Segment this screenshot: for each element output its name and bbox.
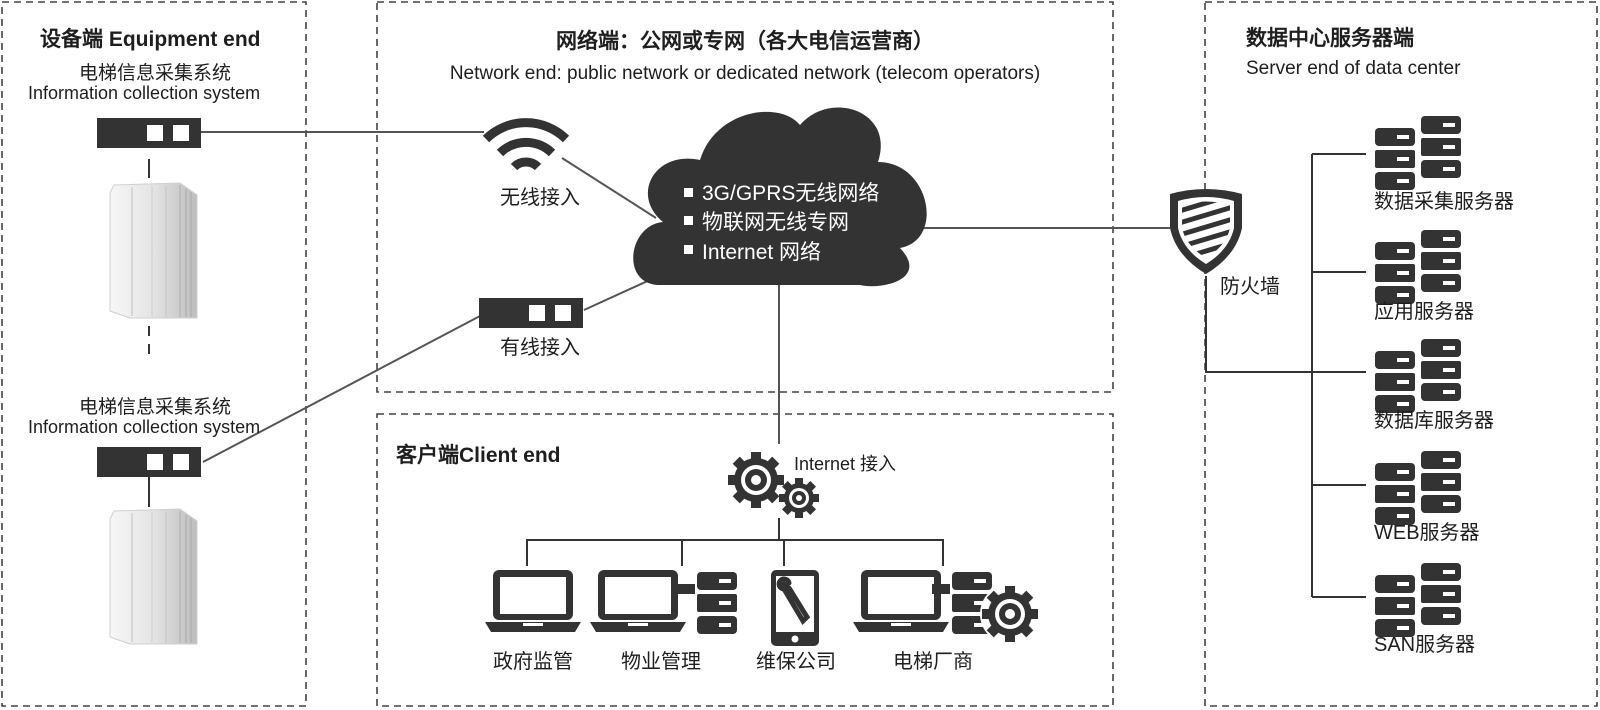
wifi-to-cloud-line — [561, 157, 657, 219]
network-zone — [376, 1, 1114, 393]
system1-cn-label: 电梯信息采集系统 — [79, 62, 231, 84]
cloud-item: 物联网无线专网 — [702, 211, 849, 234]
laptop-icon — [485, 570, 581, 632]
wired-access-label: 有线接入 — [500, 336, 580, 359]
elevator-cabinet-2 — [109, 508, 198, 645]
server-label: 数据采集服务器 — [1374, 190, 1514, 213]
network-title-en: Network end: public network or dedicated… — [450, 63, 1040, 84]
server-icon — [1375, 230, 1461, 304]
laptop-icon — [590, 570, 686, 632]
cloud-shape — [633, 107, 927, 287]
system2-cn-label: 电梯信息采集系统 — [79, 396, 231, 418]
collector2-to-wired-line — [202, 315, 481, 463]
firewall-shield-icon — [1170, 189, 1242, 274]
server-icon — [1375, 116, 1461, 190]
client-label: 政府监管 — [493, 650, 573, 673]
client-label: 电梯厂商 — [893, 650, 973, 673]
server-title-cn: 数据中心服务器端 — [1246, 26, 1414, 50]
server-label: 应用服务器 — [1374, 300, 1474, 323]
gear-icon — [982, 586, 1038, 642]
server-title-en: Server end of data center — [1246, 58, 1461, 79]
server-icon — [697, 572, 737, 634]
collector-device-1 — [97, 118, 201, 148]
phone-wrench-icon — [771, 570, 819, 646]
network-title-cn: 网络端：公网或专网（各大电信运营商） — [556, 29, 934, 53]
cloud-item: Internet 网络 — [702, 241, 821, 264]
client-label: 维保公司 — [756, 650, 836, 673]
wireless-access-label: 无线接入 — [500, 186, 580, 209]
cloud-item: 3G/GPRS无线网络 — [702, 182, 879, 205]
collector-device-2 — [97, 447, 201, 477]
system1-en-label: Information collection system — [28, 83, 260, 103]
server-label: SAN服务器 — [1374, 633, 1475, 656]
elevator-cabinet-1 — [109, 182, 198, 319]
laptop-icon — [853, 570, 949, 632]
cloud-list: 3G/GPRS无线网络 物联网无线专网 Internet 网络 — [684, 182, 879, 264]
server-label: WEB服务器 — [1374, 521, 1480, 544]
client-label: 物业管理 — [621, 650, 701, 673]
wired-collector-device — [479, 298, 583, 328]
client-title: 客户端Client end — [396, 443, 561, 467]
server-icon — [1375, 563, 1461, 637]
system2-en-label: Information collection system — [28, 417, 260, 437]
client-zone — [376, 413, 1114, 707]
wifi-icon — [482, 118, 570, 171]
internet-access-label: Internet 接入 — [794, 454, 896, 474]
server-bus-lines — [1205, 153, 1366, 598]
server-icon — [1375, 339, 1461, 413]
gear-icon — [728, 452, 784, 508]
server-icon — [1375, 451, 1461, 525]
server-label: 数据库服务器 — [1374, 409, 1494, 432]
firewall-label: 防火墙 — [1220, 275, 1280, 298]
gear-icon — [779, 478, 819, 518]
equipment-title: 设备端 Equipment end — [40, 27, 261, 51]
client-bus-lines — [526, 518, 944, 566]
